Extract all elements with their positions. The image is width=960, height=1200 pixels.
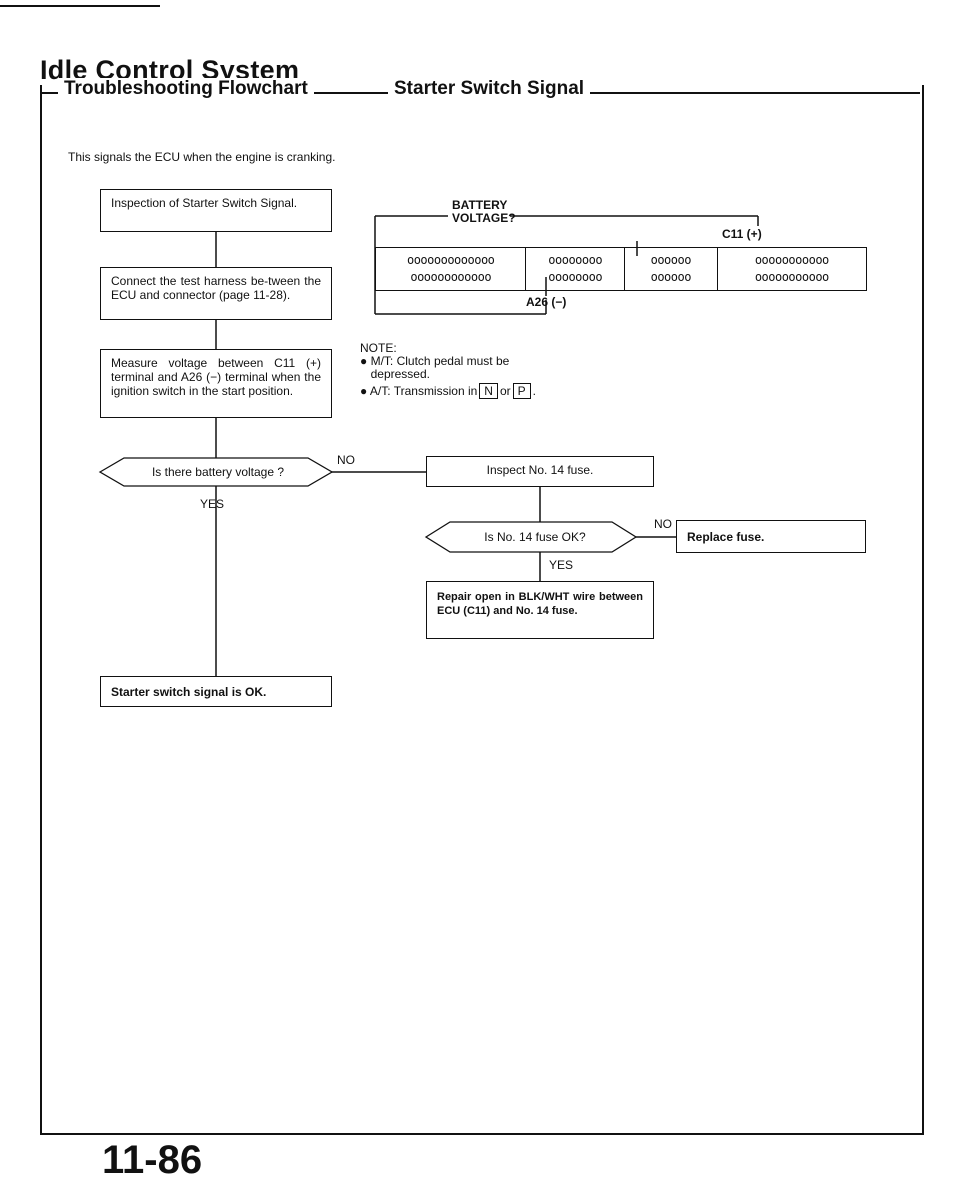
bullet-icon: ● <box>360 354 368 368</box>
connector-section-a: ooooooooooooo oooooooooooo <box>376 248 527 290</box>
step-inspection-text: Inspection of Starter Switch Signal. <box>111 196 298 210</box>
result-ok-box: Starter switch signal is OK. <box>100 676 332 707</box>
connector-a-bottom-row: oooooooooooo <box>410 270 492 284</box>
top-rule <box>0 5 160 7</box>
subsection-title: Starter Switch Signal <box>388 78 591 100</box>
decision-shape-q1 <box>98 457 334 487</box>
q2-yes-label: YES <box>549 558 574 572</box>
note-item-mt-text: M/T: Clutch pedal must be depressed. <box>370 354 510 381</box>
ecu-connector: ooooooooooooo oooooooooooo oooooooo oooo… <box>375 247 867 291</box>
section-frame <box>40 85 924 1135</box>
step-connect-text: Connect the test harness be-tween the EC… <box>111 274 321 302</box>
decision-shape-q2 <box>424 521 638 553</box>
intro-text: This signals the ECU when the engine is … <box>68 150 336 164</box>
note-item-mt: ● M/T: Clutch pedal must be depressed. <box>360 355 561 381</box>
connector-c-top-row: oooooo <box>650 253 692 267</box>
note-block: NOTE: ● M/T: Clutch pedal must be depres… <box>360 342 561 399</box>
step-inspect-fuse-box: Inspect No. 14 fuse. <box>426 456 654 487</box>
question-fuse-ok: Is No. 14 fuse OK? <box>484 530 586 544</box>
step-inspect-fuse-text: Inspect No. 14 fuse. <box>486 463 594 477</box>
page-number: 11-86 <box>102 1138 203 1182</box>
q2-no-label: NO <box>654 517 672 531</box>
note-item-at-text: A/T: Transmission in <box>369 384 478 398</box>
step-connect-box: Connect the test harness be-tween the EC… <box>100 267 332 320</box>
key-n-box: N <box>479 383 498 399</box>
bullet-icon: ● <box>360 384 368 398</box>
step-replace-fuse-text: Replace fuse. <box>687 530 765 544</box>
question-battery-voltage: Is there battery voltage ? <box>151 465 285 479</box>
connector-d-top-row: ooooooooooo <box>754 253 829 267</box>
a26-terminal-label: A26 (−) <box>526 295 567 309</box>
battery-label-line1: BATTERY <box>452 198 508 212</box>
battery-voltage-label: BATTERY VOLTAGE? <box>452 199 516 225</box>
connector-d-bottom-row: ooooooooooo <box>754 270 829 284</box>
note-suffix: . <box>532 384 536 398</box>
step-measure-box: Measure voltage between C11 (+) terminal… <box>100 349 332 418</box>
section-title: Troubleshooting Flowchart <box>58 78 314 100</box>
connector-section-d: ooooooooooo ooooooooooo <box>718 248 866 290</box>
battery-label-line2: VOLTAGE? <box>452 211 516 225</box>
step-replace-fuse-box: Replace fuse. <box>676 520 866 553</box>
key-p-box: P <box>512 383 531 399</box>
step-measure-text: Measure voltage between C11 (+) terminal… <box>111 356 321 398</box>
note-or-text: or <box>499 384 511 398</box>
note-heading: NOTE: <box>360 341 397 355</box>
step-repair-wire-box: Repair open in BLK/WHT wire between ECU … <box>426 581 654 639</box>
step-repair-wire-text: Repair open in BLK/WHT wire between ECU … <box>437 591 643 617</box>
c11-terminal-label: C11 (+) <box>722 227 762 241</box>
connector-a-top-row: ooooooooooooo <box>406 253 495 267</box>
result-ok-text: Starter switch signal is OK. <box>111 685 267 699</box>
connector-section-b: oooooooo oooooooo <box>526 248 625 290</box>
connector-b-top-row: oooooooo <box>548 253 603 267</box>
connector-b-bottom-row: oooooooo <box>548 270 603 284</box>
q1-yes-label: YES <box>200 497 225 511</box>
connector-section-c: oooooo oooooo <box>625 248 718 290</box>
connector-c-bottom-row: oooooo <box>650 270 692 284</box>
step-inspection-box: Inspection of Starter Switch Signal. <box>100 189 332 232</box>
q1-no-label: NO <box>337 453 355 467</box>
